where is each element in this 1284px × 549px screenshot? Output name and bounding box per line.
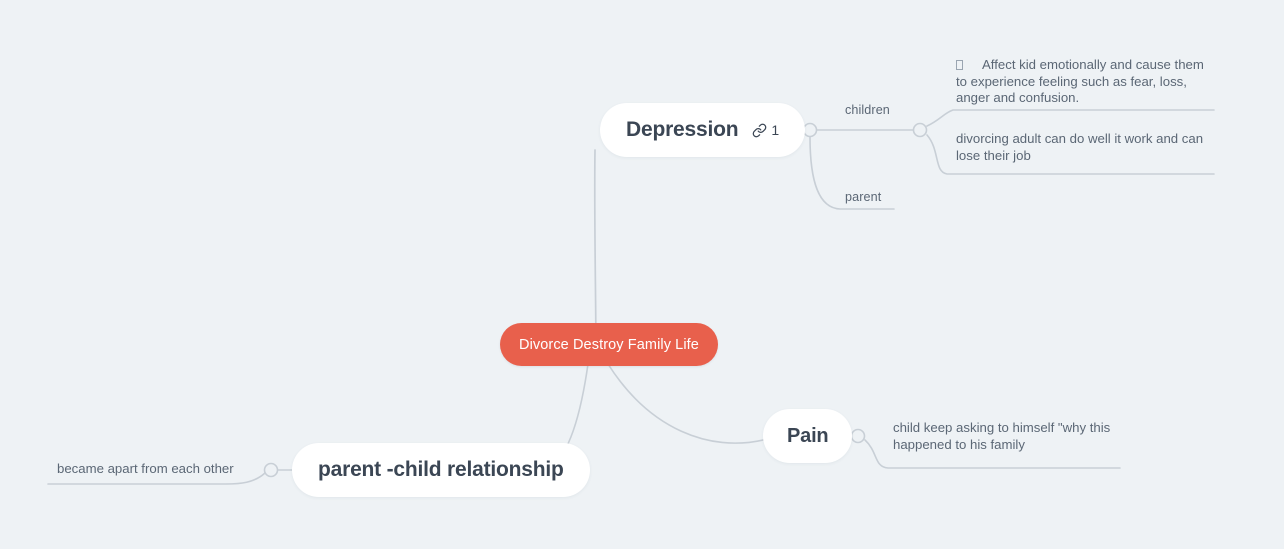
root-node-label: Divorce Destroy Family Life — [519, 336, 699, 353]
leaf-child-keep-asking-text: child keep asking to himself "why this h… — [893, 420, 1114, 452]
root-node[interactable]: Divorce Destroy Family Life — [500, 323, 718, 366]
topic-node-parent-child-relationship-label: parent -child relationship — [318, 458, 564, 481]
leaf-divorcing-adult-job[interactable]: divorcing adult can do well it work and … — [956, 131, 1214, 164]
branch-label-children: children — [845, 103, 890, 117]
leaf-became-apart[interactable]: became apart from each other — [57, 461, 272, 478]
branch-label-parent: parent — [845, 190, 882, 204]
collapse-handle-pain — [850, 428, 866, 444]
edge-leaf1 — [926, 109, 1215, 127]
link-badge-depression[interactable]: 1 — [752, 122, 779, 138]
edge-root-pain — [607, 363, 764, 444]
leaf-child-keep-asking[interactable]: child keep asking to himself "why this h… — [893, 420, 1125, 453]
link-count-depression: 1 — [771, 122, 779, 138]
leaf-became-apart-text: became apart from each other — [57, 461, 234, 476]
leaf-affect-kid-emotionally[interactable]: Affect kid emotionally and cause them to… — [956, 57, 1214, 107]
topic-node-pain-label: Pain — [787, 424, 829, 447]
topic-node-pain[interactable]: Pain — [763, 409, 853, 463]
topic-node-depression[interactable]: Depression 1 — [600, 103, 805, 157]
missing-glyph-icon — [956, 60, 963, 70]
leaf-divorcing-adult-job-text: divorcing adult can do well it work and … — [956, 131, 1207, 163]
topic-node-depression-label: Depression — [626, 118, 739, 141]
link-icon — [752, 123, 767, 138]
collapse-handle-depression-children — [912, 122, 928, 138]
collapse-handle-depression — [802, 122, 818, 138]
leaf-affect-kid-emotionally-text: Affect kid emotionally and cause them to… — [956, 57, 1208, 105]
topic-node-parent-child-relationship[interactable]: parent -child relationship — [292, 443, 590, 497]
